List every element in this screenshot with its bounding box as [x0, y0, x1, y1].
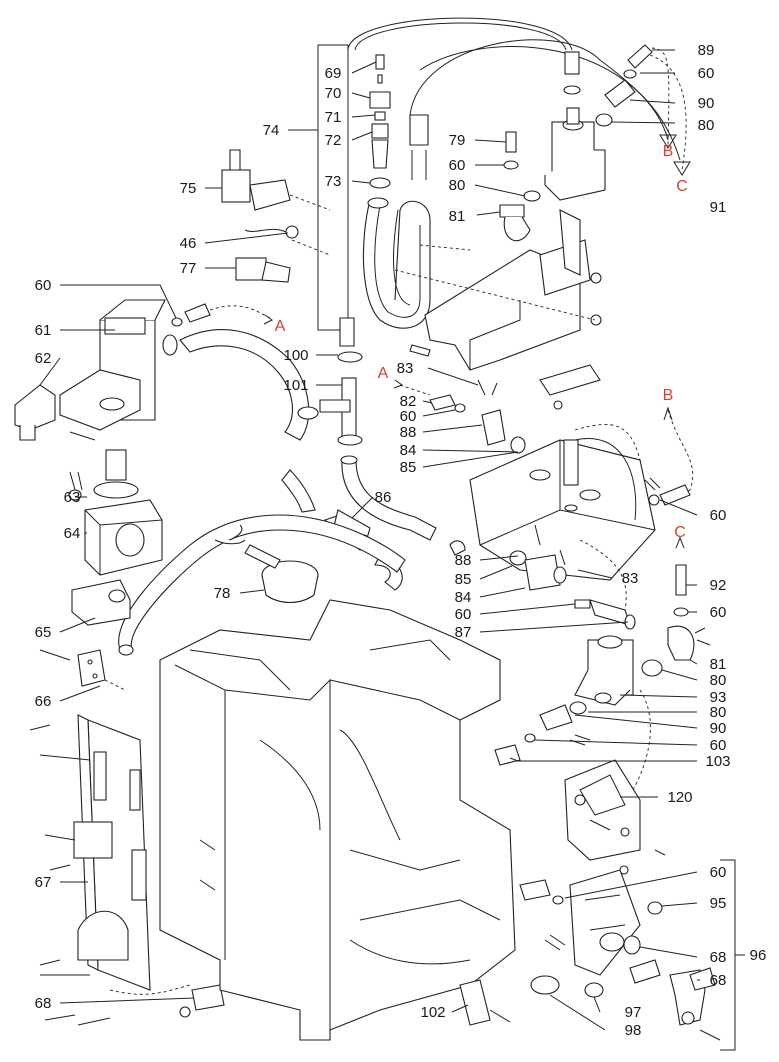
- top-capillary-tube: [347, 17, 573, 51]
- water-hose-upper: [179, 329, 310, 441]
- part-label: 68: [35, 995, 52, 1012]
- part-label: 84: [455, 589, 472, 606]
- tube-to-filter: [341, 459, 437, 541]
- capillary-tube-to-b: [409, 39, 669, 141]
- part-label: 103: [705, 753, 730, 770]
- bracket-120: [564, 759, 641, 861]
- part-label: 68: [710, 949, 727, 966]
- part-label: 81: [449, 208, 466, 225]
- leader-lines: [39, 49, 745, 1031]
- part-label: 80: [710, 704, 727, 721]
- part-label: 92: [710, 577, 727, 594]
- part-label: 85: [400, 459, 417, 476]
- part-label: 74: [263, 122, 280, 139]
- part-label: 102: [420, 1004, 445, 1021]
- flow-ref-c-top: C: [676, 178, 688, 195]
- part-label: 63: [64, 489, 81, 506]
- part-label: 65: [35, 624, 52, 641]
- flow-ref-a-left: A: [275, 318, 286, 335]
- part-label: 60: [455, 606, 472, 623]
- part-label: 61: [35, 322, 52, 339]
- part-label: 93: [710, 689, 727, 706]
- part-label: 60: [400, 408, 417, 425]
- part-label: 89: [698, 42, 715, 59]
- part-label: 100: [283, 347, 308, 364]
- part-label: 83: [622, 570, 639, 587]
- part-label: 81: [710, 656, 727, 673]
- flow-ref-b-right: B: [663, 387, 674, 404]
- part-label: 80: [449, 177, 466, 194]
- flow-reference-letters: B C A A B C: [275, 143, 688, 541]
- part-label: 85: [455, 571, 472, 588]
- part-label: 68: [710, 972, 727, 989]
- part-label: 67: [35, 874, 52, 891]
- valve-assembly-96: [569, 869, 641, 976]
- part-label: 80: [698, 117, 715, 134]
- part-label: 62: [35, 350, 52, 367]
- part-label: 87: [455, 624, 472, 641]
- water-hose-loop: [118, 514, 406, 651]
- main-housing-frame: [159, 599, 516, 1041]
- part-label: 46: [180, 235, 197, 252]
- part-label: 72: [325, 132, 342, 149]
- part-label: 97: [625, 1004, 642, 1021]
- part-label: 60: [35, 277, 52, 294]
- part-label: 101: [283, 377, 308, 394]
- part-label: 66: [35, 693, 52, 710]
- part-label: 69: [325, 65, 342, 82]
- part-label: 88: [400, 424, 417, 441]
- part-label: 82: [400, 393, 417, 410]
- part-label: 86: [375, 489, 392, 506]
- part-number-labels: 89 60 90 80 69 70 71 72 74 79 73 60 80 9…: [35, 42, 767, 1039]
- flow-ref-b-top: B: [663, 143, 674, 160]
- flow-ref-c-right: C: [674, 524, 686, 541]
- part-label: 77: [180, 260, 197, 277]
- part-label: 60: [710, 604, 727, 621]
- part-label: 98: [625, 1022, 642, 1039]
- flow-line-b: [667, 409, 694, 495]
- part-label: 75: [180, 180, 197, 197]
- part-label: 80: [710, 672, 727, 689]
- part-label: 83: [397, 360, 414, 377]
- part-label: 84: [400, 442, 417, 459]
- part-label: 91: [710, 199, 727, 216]
- part-label: 73: [325, 173, 342, 190]
- part-label: 60: [698, 65, 715, 82]
- part-label: 70: [325, 85, 342, 102]
- line-art: [14, 17, 736, 1051]
- part-label: 60: [710, 737, 727, 754]
- flow-ref-a-mid: A: [378, 365, 389, 382]
- part-label: 64: [64, 525, 81, 542]
- part-label: 96: [750, 947, 767, 964]
- part-label: 95: [710, 895, 727, 912]
- part-label: 90: [698, 95, 715, 112]
- coiled-tube: [362, 199, 431, 329]
- part-label: 78: [214, 585, 231, 602]
- part-label: 71: [325, 109, 342, 126]
- part-label: 120: [667, 789, 692, 806]
- part-label: 79: [449, 132, 466, 149]
- part-label: 60: [449, 157, 466, 174]
- part-label: 60: [710, 864, 727, 881]
- part-label: 90: [710, 720, 727, 737]
- part-label: 88: [455, 552, 472, 569]
- part-label: 60: [710, 507, 727, 524]
